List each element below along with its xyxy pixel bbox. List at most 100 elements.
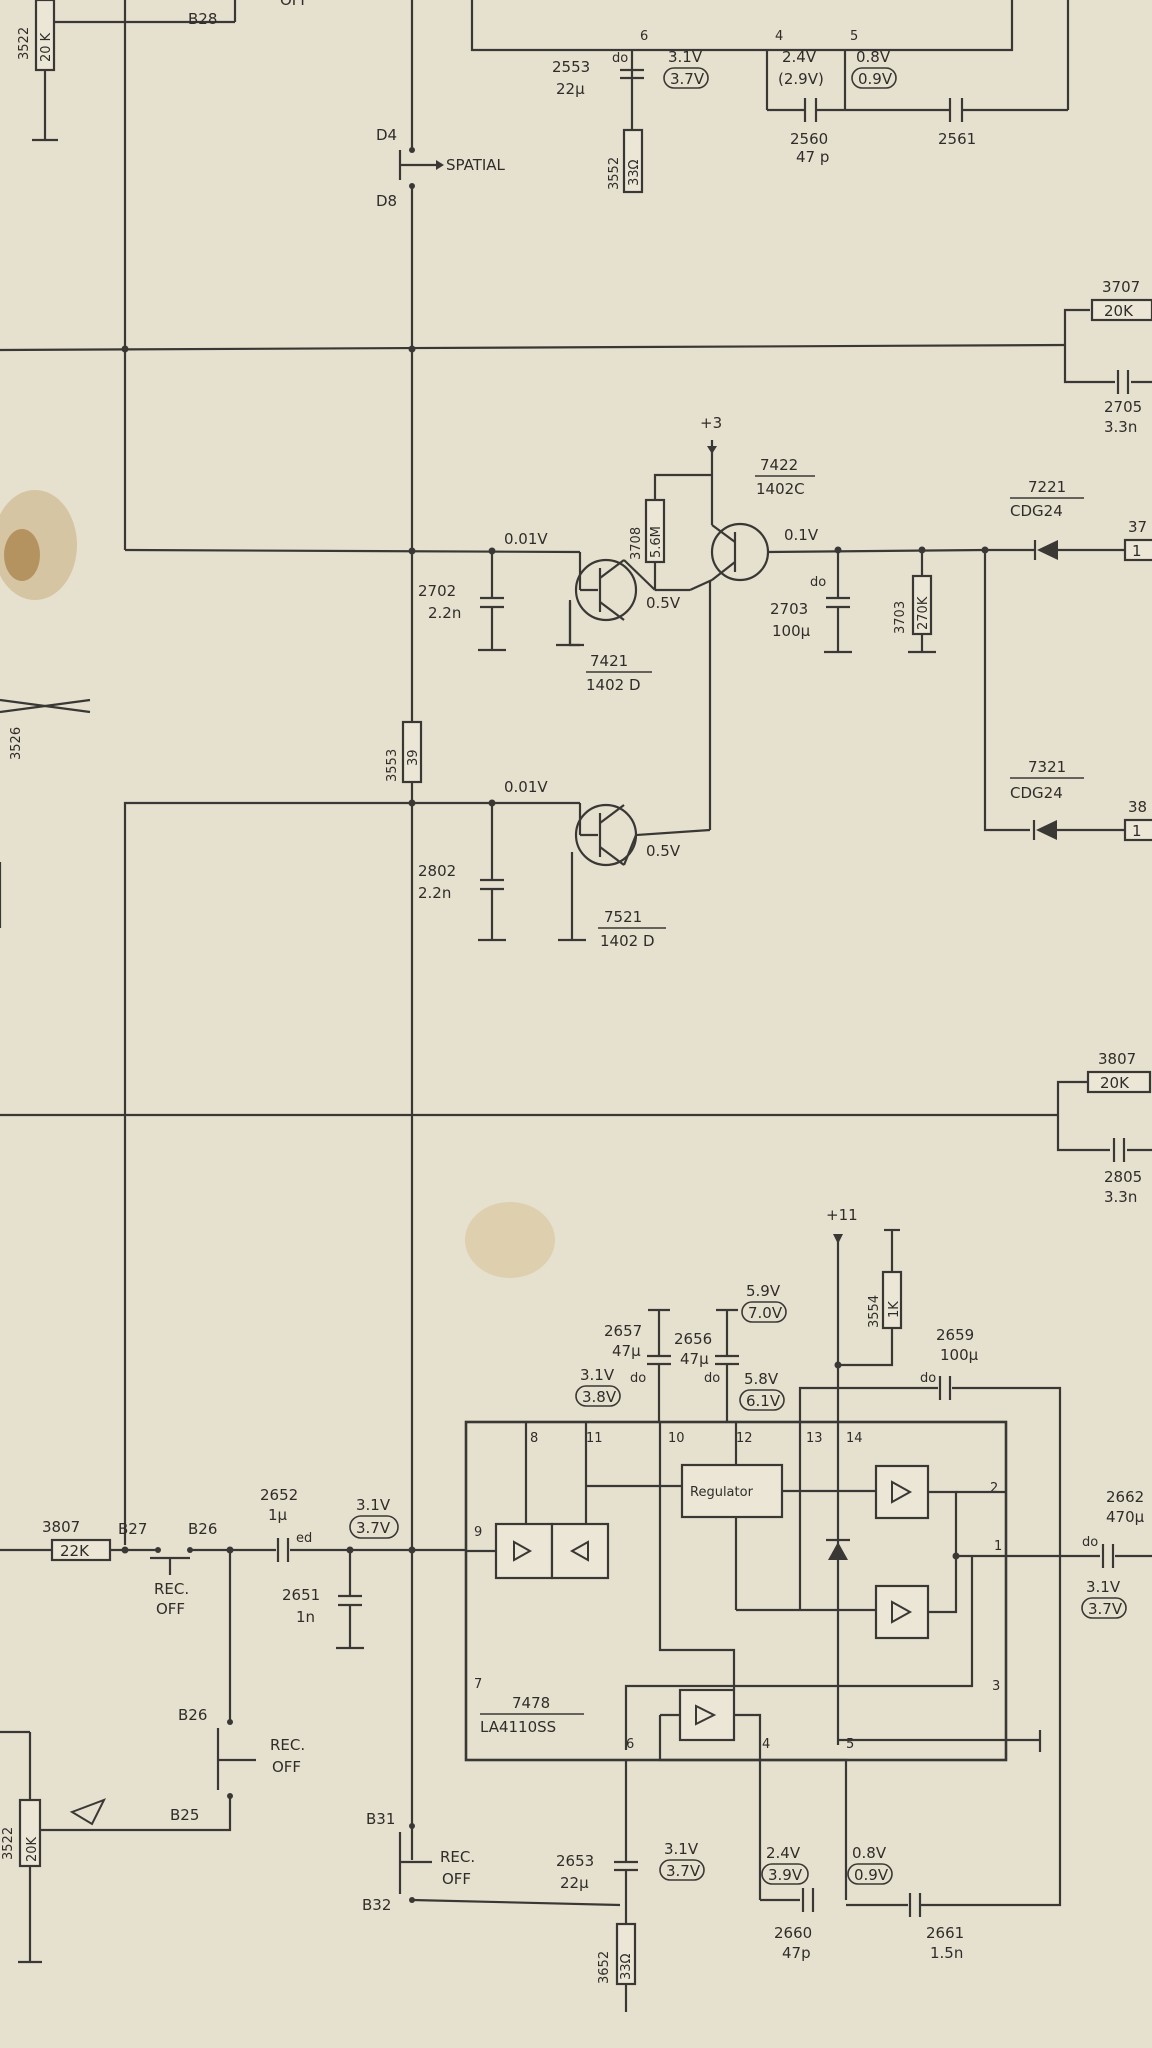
ic-7478-label: 7478 — [512, 1694, 550, 1712]
cap-2560-label: 2560 — [790, 130, 828, 148]
voltage-0-9v: 0.9V — [858, 70, 893, 88]
rec-off-label-5: REC. — [440, 1848, 475, 1866]
d7321-label: 7321 — [1028, 758, 1066, 776]
ic-7478-type: LA4110SS — [480, 1718, 556, 1736]
cap-2661-value: 1.5n — [930, 1944, 963, 1962]
cap-2659-mark: do — [920, 1371, 936, 1386]
cap-2662-label: 2662 — [1106, 1488, 1144, 1506]
res-3652-value: 33Ω — [619, 1953, 634, 1980]
ic-pin-label: 11 — [586, 1431, 603, 1446]
cap-2705-label: 2705 — [1104, 398, 1142, 416]
top-section: 3522 20 K B28 OFF 6 4 5 do 2553 22µ 3.1V… — [17, 0, 1070, 550]
voltage-2-9v: (2.9V) — [778, 70, 824, 88]
cap-2657-mark: do — [630, 1371, 646, 1386]
voltage-3-7v-b: 3.7V — [356, 1519, 391, 1537]
res-38-value: 1 — [1132, 822, 1142, 840]
pin-6-label: 6 — [640, 29, 648, 44]
cap-2652-mark: ed — [296, 1531, 312, 1546]
res-3522b-value: 20K — [25, 1836, 40, 1862]
cap-2805-value: 3.3n — [1104, 1188, 1137, 1206]
voltage-3-1v-c: 3.1V — [1086, 1578, 1121, 1596]
ic-pin-label: 4 — [762, 1737, 770, 1752]
wiring — [0, 186, 1066, 1860]
cap-2652-value: 1µ — [268, 1506, 288, 1524]
cap-2656-value: 47µ — [680, 1350, 709, 1368]
cap-2805-label: 2805 — [1104, 1168, 1142, 1186]
rec-off-label-4: OFF — [272, 1758, 301, 1776]
cap-2657-value: 47µ — [612, 1342, 641, 1360]
cap-2660-label: 2660 — [774, 1924, 812, 1942]
res-3554-label: 3554 — [867, 1295, 882, 1328]
ic-pin-label: 14 — [846, 1431, 863, 1446]
res-3553-label: 3553 — [385, 749, 400, 782]
pin-4-label: 4 — [775, 29, 783, 44]
cap-2651-value: 1n — [296, 1608, 315, 1626]
middle-section: +3 3708 5.6M 7422 1402C 0.01V 0.5V 0.1V — [0, 414, 1152, 1206]
resistor-3807-right — [1086, 1070, 1152, 1094]
voltage-7-0v: 7.0V — [748, 1304, 783, 1322]
voltage-oval — [739, 1389, 785, 1411]
voltage-0-01v-b: 0.01V — [504, 778, 548, 796]
ic-pin-label: 9 — [474, 1525, 482, 1540]
ic-pin-label: 10 — [668, 1431, 685, 1446]
cap-2553-mark: do — [612, 51, 628, 66]
voltage-oval — [761, 1863, 809, 1885]
res-3807a-label: 3807 — [1098, 1050, 1136, 1068]
switch-b32-label: B32 — [362, 1896, 391, 1914]
switch-b28-label: B28 — [188, 10, 217, 28]
voltage-3-7v-d: 3.7V — [666, 1862, 701, 1880]
res-38-label: 38 — [1128, 798, 1147, 816]
voltage-oval — [1081, 1597, 1127, 1619]
cap-2662-mark: do — [1082, 1535, 1098, 1550]
switch-b26-label: B26 — [188, 1520, 217, 1538]
pin-5-label: 5 — [850, 29, 858, 44]
ic-pin-label: 7 — [474, 1677, 482, 1692]
d7221-label: 7221 — [1028, 478, 1066, 496]
voltage-oval — [741, 1301, 787, 1323]
cap-2705-value: 3.3n — [1104, 418, 1137, 436]
t7422-label: 7422 — [760, 456, 798, 474]
voltage-0-8v: 0.8V — [856, 48, 891, 66]
resistor-3553 — [401, 720, 423, 784]
cap-2651-label: 2651 — [282, 1586, 320, 1604]
transistor-7421 — [574, 558, 638, 622]
cap-2660-value: 47p — [782, 1944, 811, 1962]
res-3652-label: 3652 — [597, 1951, 612, 1984]
ic-pin-label: 1 — [994, 1539, 1002, 1554]
resistor-3552 — [622, 128, 644, 194]
regulator-label: Regulator — [690, 1485, 754, 1500]
res-3703-value: 270K — [916, 596, 931, 630]
voltage-0-01v-a: 0.01V — [504, 530, 548, 548]
voltage-oval — [851, 67, 897, 89]
switch-b25-label: B25 — [170, 1806, 199, 1824]
cap-2661-label: 2661 — [926, 1924, 964, 1942]
supply-plus-3: +3 — [700, 414, 722, 432]
switch-d8-label: D8 — [376, 192, 397, 210]
ic-input-amp-right — [550, 1522, 610, 1580]
bottom-section: +11 3554 1K 5.9V 7.0V 2657 47µ do 2656 4… — [0, 1206, 1152, 2012]
cap-2659-label: 2659 — [936, 1326, 974, 1344]
ic-pin-label: 12 — [736, 1431, 753, 1446]
switch-b27-label: B27 — [118, 1520, 147, 1538]
res-3807a-value: 20K — [1100, 1074, 1130, 1092]
supply-plus-11: +11 — [826, 1206, 858, 1224]
voltage-3-8v: 3.8V — [582, 1388, 617, 1406]
cap-2656-mark: do — [704, 1371, 720, 1386]
cap-2703-value: 100µ — [772, 622, 811, 640]
cap-2553-label: 2553 — [552, 58, 590, 76]
res-3807b-value: 22K — [60, 1542, 90, 1560]
ic-feedback-amp — [678, 1688, 736, 1742]
rec-off-label-1: REC. — [154, 1580, 189, 1598]
cap-2703-mark: do — [810, 575, 826, 590]
cap-2553-value: 22µ — [556, 80, 585, 98]
cap-2652-label: 2652 — [260, 1486, 298, 1504]
res-3707-label: 3707 — [1102, 278, 1140, 296]
res-3708-label: 3708 — [629, 527, 644, 560]
t7421-label: 7421 — [590, 652, 628, 670]
switch-b26b-label: B26 — [178, 1706, 207, 1724]
ic-pin-label: 6 — [626, 1737, 634, 1752]
voltage-3-1v-d: 3.1V — [664, 1840, 699, 1858]
paper-stain — [465, 1202, 555, 1278]
cap-2653-label: 2653 — [556, 1852, 594, 1870]
t7422-type: 1402C — [756, 480, 805, 498]
